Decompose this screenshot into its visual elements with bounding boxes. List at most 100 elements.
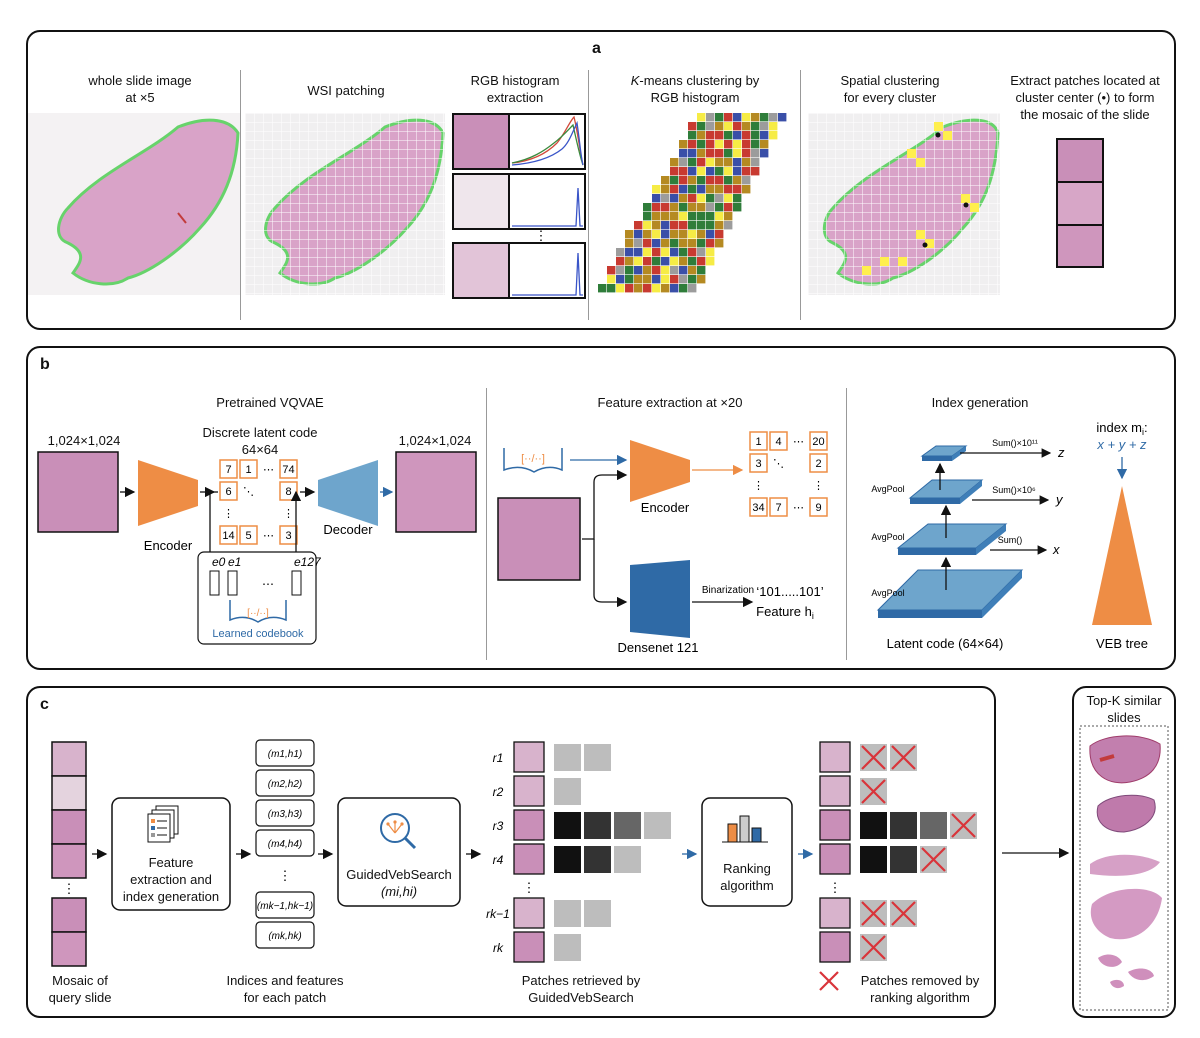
cluster-cell	[715, 221, 724, 230]
cluster-cell	[724, 131, 733, 140]
cluster-cell	[652, 185, 661, 194]
spatial-caption: Spatial clustering for every cluster	[840, 73, 940, 105]
cluster-cell	[769, 122, 778, 131]
output-patch	[395, 451, 477, 533]
cluster-cell	[688, 158, 697, 167]
cluster-cell	[643, 239, 652, 248]
hist-caption: RGB histogram extraction	[470, 73, 560, 105]
retrieved-patch	[554, 812, 581, 839]
cluster-cell	[697, 176, 706, 185]
svg-text:Feature hi: Feature hi	[756, 604, 814, 621]
cluster-cell	[706, 203, 715, 212]
code-cell	[749, 431, 768, 451]
cluster-cell	[625, 230, 634, 239]
cluster-cell	[733, 176, 742, 185]
cluster-cell	[652, 221, 661, 230]
pooled-slab	[908, 479, 984, 504]
similar-slide	[1098, 954, 1122, 967]
svg-text:e127: e127	[294, 555, 322, 569]
codebook-book-icon	[229, 600, 287, 623]
cluster-cell	[688, 176, 697, 185]
cluster-cell	[778, 113, 787, 122]
patching-caption: WSI patching	[307, 83, 385, 98]
kmeans-caption: K-means clustering by RGB histogram	[630, 73, 760, 105]
cluster-cell	[679, 194, 688, 203]
code-value: 34	[752, 502, 764, 514]
code-value: ⋮	[753, 480, 764, 492]
cluster-cell	[661, 257, 670, 266]
pooled-slab	[920, 445, 968, 461]
latent-title: Discrete latent code 64×64	[202, 425, 318, 457]
cluster-cell	[670, 257, 679, 266]
cluster-cell	[751, 131, 760, 140]
cluster-cell	[652, 257, 661, 266]
latent-slab	[876, 569, 1024, 618]
svg-text:⋮: ⋮	[535, 228, 548, 243]
cluster-cell	[751, 140, 760, 149]
cluster-cell	[679, 239, 688, 248]
cluster-cell	[688, 266, 697, 275]
code-cell	[809, 431, 828, 451]
removed-cross-icon	[891, 745, 916, 770]
cluster-cell	[688, 167, 697, 176]
densenet-shape	[630, 560, 690, 638]
cluster-cell	[670, 230, 679, 239]
cluster-cell	[715, 185, 724, 194]
mosaic-stack	[1056, 138, 1104, 268]
decoder-label: Decoder	[323, 522, 373, 537]
code-value: ⋯	[263, 530, 274, 542]
cluster-cell	[742, 185, 751, 194]
cluster-cell	[607, 266, 616, 275]
cluster-cell	[652, 266, 661, 275]
code-value: 9	[815, 502, 821, 514]
removed-cross-icon	[861, 779, 886, 804]
code-cell	[239, 459, 258, 479]
code-cell	[749, 453, 768, 473]
cluster-cell	[724, 140, 733, 149]
histogram-row	[452, 113, 586, 170]
cluster-cell	[670, 158, 679, 167]
cluster-cell	[715, 194, 724, 203]
svg-text:Encoder: Encoder	[641, 500, 690, 515]
cluster-cell	[706, 113, 715, 122]
feature-box-label: Feature extraction and index generation	[122, 855, 220, 904]
code-value: ⋮	[813, 480, 824, 492]
code-value: 7	[775, 502, 781, 514]
cluster-cell	[661, 284, 670, 293]
cluster-cell	[688, 275, 697, 284]
cluster-cell	[643, 266, 652, 275]
cluster-cell	[724, 185, 733, 194]
svg-text:Sum()×10¹¹: Sum()×10¹¹	[992, 438, 1038, 448]
svg-text:[··/··]: [··/··]	[521, 453, 545, 465]
cluster-cell	[679, 266, 688, 275]
whole-slide-image	[28, 113, 240, 295]
cluster-cell	[661, 275, 670, 284]
feature-input-patch	[497, 497, 581, 581]
cluster-cell	[670, 275, 679, 284]
cluster-cell	[688, 248, 697, 257]
cluster-cell	[670, 176, 679, 185]
cluster-cell	[742, 113, 751, 122]
cluster-cell	[607, 275, 616, 284]
query-patch	[513, 741, 545, 773]
removed-cross-icon	[861, 935, 886, 960]
retrieved-patch	[554, 778, 581, 805]
svg-text:⋮: ⋮	[523, 880, 536, 895]
cluster-cell	[715, 140, 724, 149]
cluster-cell	[769, 113, 778, 122]
cluster-cell	[679, 230, 688, 239]
legend-cross-icon	[819, 971, 839, 991]
query-patch	[819, 931, 851, 963]
cluster-cell	[706, 239, 715, 248]
cluster-cell	[643, 275, 652, 284]
cluster-cell	[697, 131, 706, 140]
decoder-shape	[318, 460, 378, 526]
cluster-cell	[688, 149, 697, 158]
retrieved-patch	[554, 744, 581, 771]
mosaic-query-caption: Mosaic of query slide	[48, 973, 112, 1005]
pooled-slab	[896, 523, 1008, 555]
cluster-cell	[661, 221, 670, 230]
vqvae-title: Pretrained VQVAE	[216, 395, 324, 410]
similar-slide	[1096, 794, 1156, 833]
